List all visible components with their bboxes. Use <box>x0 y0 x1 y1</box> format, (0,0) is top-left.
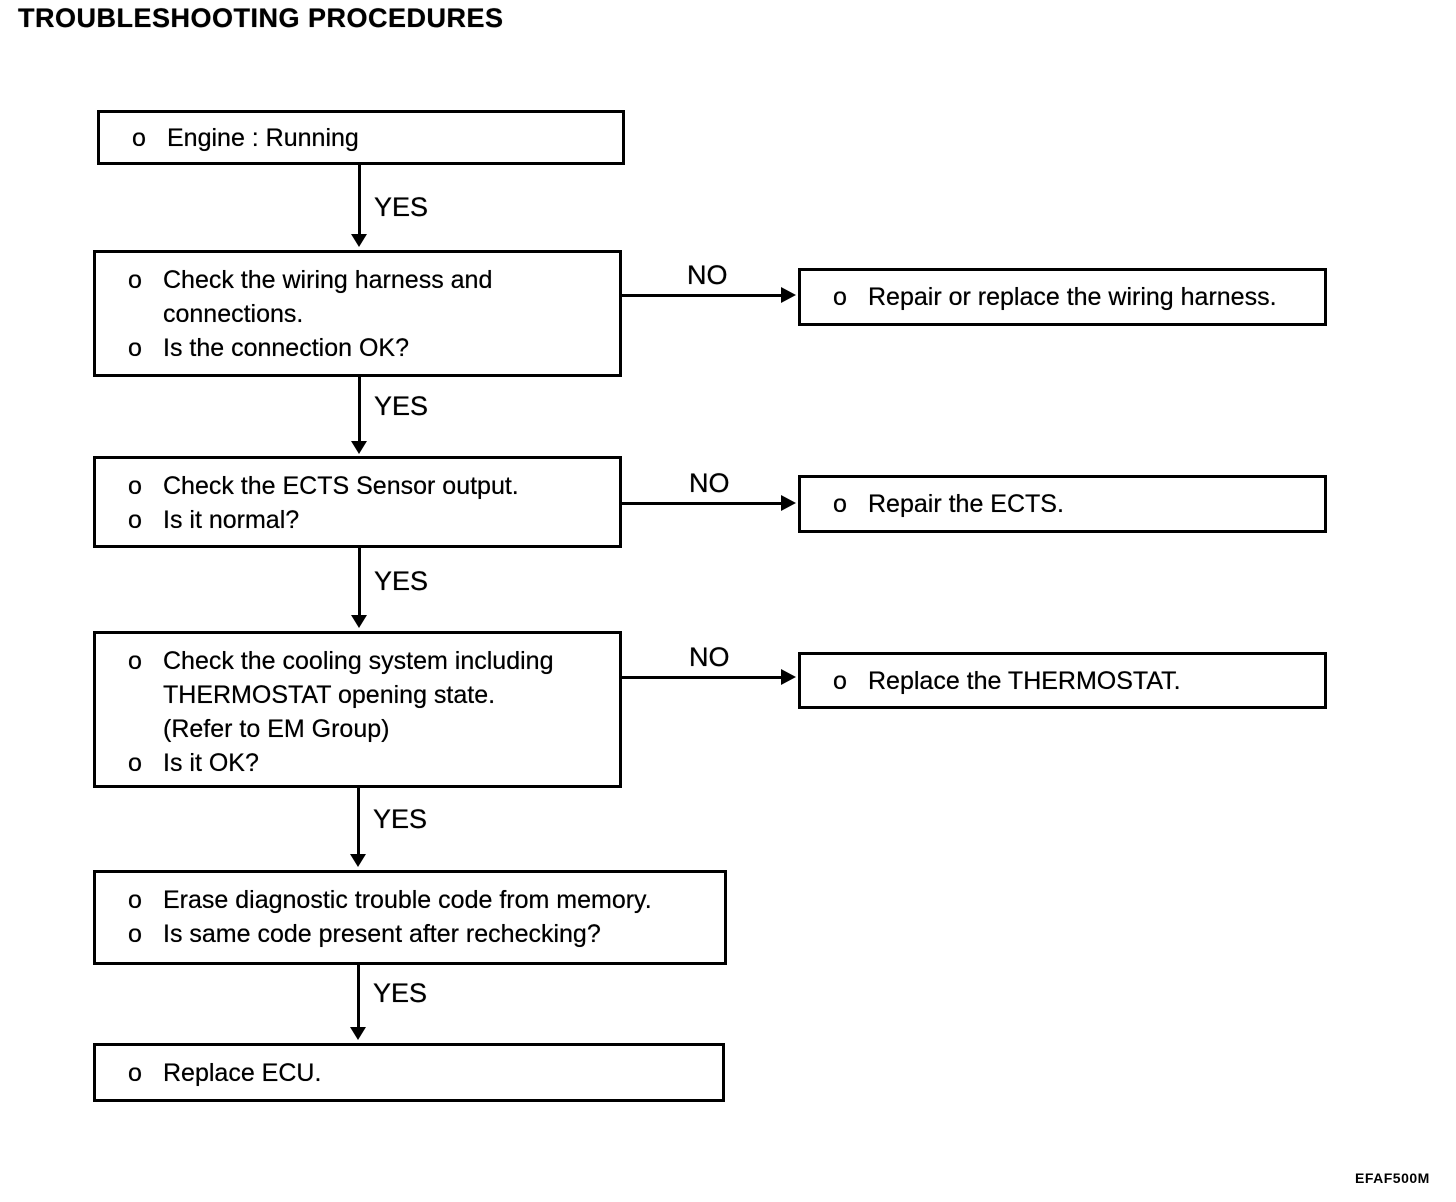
flow-line: o Replace ECU. <box>96 1056 722 1090</box>
flow-line: o Check the wiring harness and <box>96 263 619 297</box>
flow-box-engine-running: o Engine : Running <box>97 110 625 165</box>
yes-label-3: YES <box>374 566 429 596</box>
bullet-marker: o <box>128 920 142 948</box>
flow-box-replace-ecu: o Replace ECU. <box>93 1043 725 1102</box>
flow-line-text: THERMOSTAT opening state. <box>163 681 496 709</box>
bullet-marker: o <box>128 472 142 500</box>
flow-line: o Check the ECTS Sensor output. <box>96 469 619 503</box>
bullet-marker: o <box>128 334 142 362</box>
flow-box-repair-wiring: o Repair or replace the wiring harness. <box>798 268 1327 326</box>
flow-line-text: connections. <box>163 300 304 328</box>
flow-line-text: Repair the ECTS. <box>868 490 1064 518</box>
flow-line-text: Replace ECU. <box>163 1058 322 1087</box>
yes-arrow-3 <box>351 548 367 628</box>
flow-line-text: Is same code present after rechecking? <box>163 920 601 948</box>
flow-line: THERMOSTAT opening state. <box>96 678 619 712</box>
yes-label-1: YES <box>374 192 429 222</box>
yes-arrow-4 <box>350 788 366 867</box>
no-arrow-2 <box>622 495 796 511</box>
flow-line: o Replace the THERMOSTAT. <box>801 664 1324 698</box>
yes-label-4: YES <box>373 804 428 834</box>
flow-line-text: Check the wiring harness and <box>163 266 493 294</box>
flow-line-text: Engine : Running <box>167 123 359 152</box>
flow-line-text: Repair or replace the wiring harness. <box>868 283 1277 311</box>
flow-line-text: Replace the THERMOSTAT. <box>868 666 1181 695</box>
flow-line-text: Check the cooling system including <box>163 647 554 675</box>
no-arrow-1 <box>622 287 796 303</box>
no-label-2: NO <box>689 468 730 498</box>
flow-box-replace-thermostat: o Replace the THERMOSTAT. <box>798 652 1327 709</box>
flow-line: o Is the connection OK? <box>96 331 619 365</box>
flow-line: o Is it OK? <box>96 746 619 780</box>
bullet-marker: o <box>128 1058 142 1087</box>
no-label-3: NO <box>689 642 730 672</box>
flow-box-check-ects: o Check the ECTS Sensor output. o Is it … <box>93 456 622 548</box>
figure-code: EFAF500M <box>1355 1170 1430 1186</box>
no-arrow-3 <box>622 669 796 685</box>
bullet-marker: o <box>833 283 847 311</box>
bullet-marker: o <box>833 490 847 518</box>
flow-line: o Repair the ECTS. <box>801 487 1324 521</box>
flow-line: o Is it normal? <box>96 503 619 537</box>
bullet-marker: o <box>128 266 142 294</box>
flow-line-text: Is it OK? <box>163 749 259 777</box>
flow-line: o Is same code present after rechecking? <box>96 917 724 951</box>
page-title: TROUBLESHOOTING PROCEDURES <box>18 3 504 33</box>
flow-line-text: Is the connection OK? <box>163 334 409 362</box>
yes-label-2: YES <box>374 391 429 421</box>
flow-line-text: (Refer to EM Group) <box>163 715 390 743</box>
yes-arrow-1 <box>351 165 367 247</box>
flow-line: o Erase diagnostic trouble code from mem… <box>96 883 724 917</box>
bullet-marker: o <box>132 123 146 152</box>
bullet-marker: o <box>833 666 847 695</box>
bullet-marker: o <box>128 749 142 777</box>
flow-line: connections. <box>96 297 619 331</box>
flow-line-text: Is it normal? <box>163 506 300 534</box>
flow-box-repair-ects: o Repair the ECTS. <box>798 475 1327 533</box>
flow-box-erase-code: o Erase diagnostic trouble code from mem… <box>93 870 727 965</box>
flow-box-check-wiring: o Check the wiring harness and connectio… <box>93 250 622 377</box>
flow-line: o Engine : Running <box>100 121 622 155</box>
yes-label-5: YES <box>373 978 428 1008</box>
flow-line: o Check the cooling system including <box>96 644 619 678</box>
flow-box-check-cooling: o Check the cooling system including THE… <box>93 631 622 788</box>
yes-arrow-2 <box>351 377 367 454</box>
flow-line: (Refer to EM Group) <box>96 712 619 746</box>
bullet-marker: o <box>128 506 142 534</box>
flow-line-text: Erase diagnostic trouble code from memor… <box>163 886 652 914</box>
bullet-marker: o <box>128 647 142 675</box>
flow-line-text: Check the ECTS Sensor output. <box>163 472 519 500</box>
yes-arrow-5 <box>350 965 366 1040</box>
bullet-marker: o <box>128 886 142 914</box>
flow-line: o Repair or replace the wiring harness. <box>801 280 1324 314</box>
no-label-1: NO <box>687 260 728 290</box>
